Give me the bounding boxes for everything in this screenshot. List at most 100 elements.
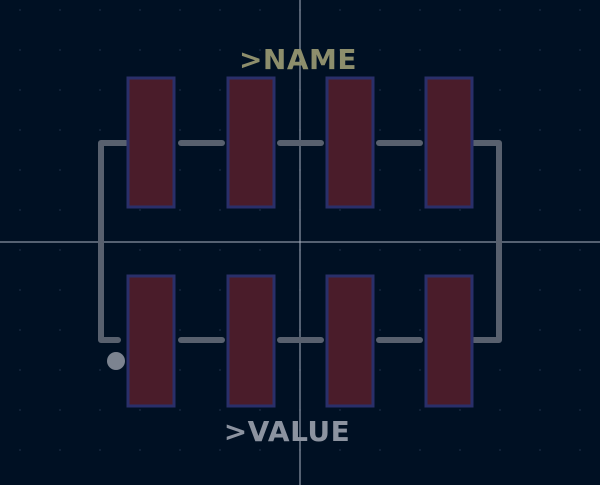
grid-dot (59, 369, 61, 371)
grid-dot (579, 369, 581, 371)
grid-dot (419, 9, 421, 11)
grid-dot (19, 49, 21, 51)
pad-6[interactable] (226, 274, 276, 408)
grid-dot (419, 89, 421, 91)
grid-dot (179, 209, 181, 211)
grid-dot (19, 129, 21, 131)
value-label[interactable]: >VALUE (224, 415, 351, 448)
grid-dot (379, 9, 381, 11)
grid-dot (59, 289, 61, 291)
grid-dot (19, 169, 21, 171)
grid-dot (59, 169, 61, 171)
grid-dot (179, 409, 181, 411)
grid-dot (219, 249, 221, 251)
grid-dot (539, 449, 541, 451)
grid-dot (219, 9, 221, 11)
grid-dot (339, 209, 341, 211)
grid-dot (499, 129, 501, 131)
grid-dot (419, 129, 421, 131)
grid-dot (539, 249, 541, 251)
grid-dot (179, 129, 181, 131)
grid-dot (219, 289, 221, 291)
grid-dot (99, 409, 101, 411)
grid-dot (139, 449, 141, 451)
pad-4[interactable] (424, 76, 474, 209)
grid-dot (19, 409, 21, 411)
grid-dot (339, 249, 341, 251)
name-label[interactable]: >NAME (239, 43, 357, 76)
pad-1[interactable] (126, 76, 176, 209)
grid-dot (579, 49, 581, 51)
grid-dot (19, 369, 21, 371)
pad-8[interactable] (424, 274, 474, 408)
grid-dot (99, 369, 101, 371)
grid-dot (19, 89, 21, 91)
pad-5[interactable] (126, 274, 176, 408)
grid-dot (179, 9, 181, 11)
grid-dot (19, 9, 21, 11)
grid-dot (59, 49, 61, 51)
grid-dot (539, 329, 541, 331)
grid-dot (379, 409, 381, 411)
grid-dot (459, 249, 461, 251)
grid-dot (579, 409, 581, 411)
pad-2[interactable] (226, 76, 276, 209)
grid-dot (499, 369, 501, 371)
pad-3[interactable] (325, 76, 375, 209)
grid-dot (59, 409, 61, 411)
grid-dot (259, 449, 261, 451)
outline-right (471, 140, 502, 343)
grid-dot (19, 289, 21, 291)
grid-dot (219, 209, 221, 211)
grid-dot (419, 409, 421, 411)
grid-dot (59, 249, 61, 251)
grid-dot (179, 249, 181, 251)
grid-dot (19, 209, 21, 211)
grid-dot (499, 409, 501, 411)
grid-dot (579, 89, 581, 91)
grid-dot (139, 9, 141, 11)
pads (126, 76, 474, 408)
grid-dot (139, 409, 141, 411)
grid-dot (499, 449, 501, 451)
grid-dot (99, 9, 101, 11)
grid-dot (459, 209, 461, 211)
grid-dot (579, 289, 581, 291)
grid-dot (579, 129, 581, 131)
grid-dot (379, 89, 381, 91)
grid-dot (219, 169, 221, 171)
grid-dot (579, 169, 581, 171)
pad-7[interactable] (325, 274, 375, 408)
grid-dot (219, 129, 221, 131)
grid-dot (499, 89, 501, 91)
grid-dot (259, 209, 261, 211)
outline-left (98, 140, 129, 343)
grid-dot (179, 369, 181, 371)
grid-dot (459, 449, 461, 451)
grid-dot (379, 129, 381, 131)
grid-dot (539, 169, 541, 171)
grid-dot (139, 209, 141, 211)
grid-dot (99, 89, 101, 91)
grid-dot (99, 129, 101, 131)
grid-dot (59, 329, 61, 331)
grid-dot (219, 329, 221, 331)
grid-dot (579, 209, 581, 211)
grid-dot (539, 209, 541, 211)
grid-dot (419, 49, 421, 51)
grid-dot (419, 249, 421, 251)
grid-dot (219, 369, 221, 371)
grid-dot (579, 449, 581, 451)
grid-dot (499, 49, 501, 51)
grid-dot (539, 369, 541, 371)
grid-dot (339, 49, 341, 51)
grid-dot (179, 329, 181, 331)
grid-dot (219, 449, 221, 451)
grid-dot (179, 89, 181, 91)
grid-dot (59, 129, 61, 131)
grid-dot (539, 129, 541, 131)
grid-dot (579, 329, 581, 331)
grid-dot (419, 209, 421, 211)
grid-dot (339, 449, 341, 451)
